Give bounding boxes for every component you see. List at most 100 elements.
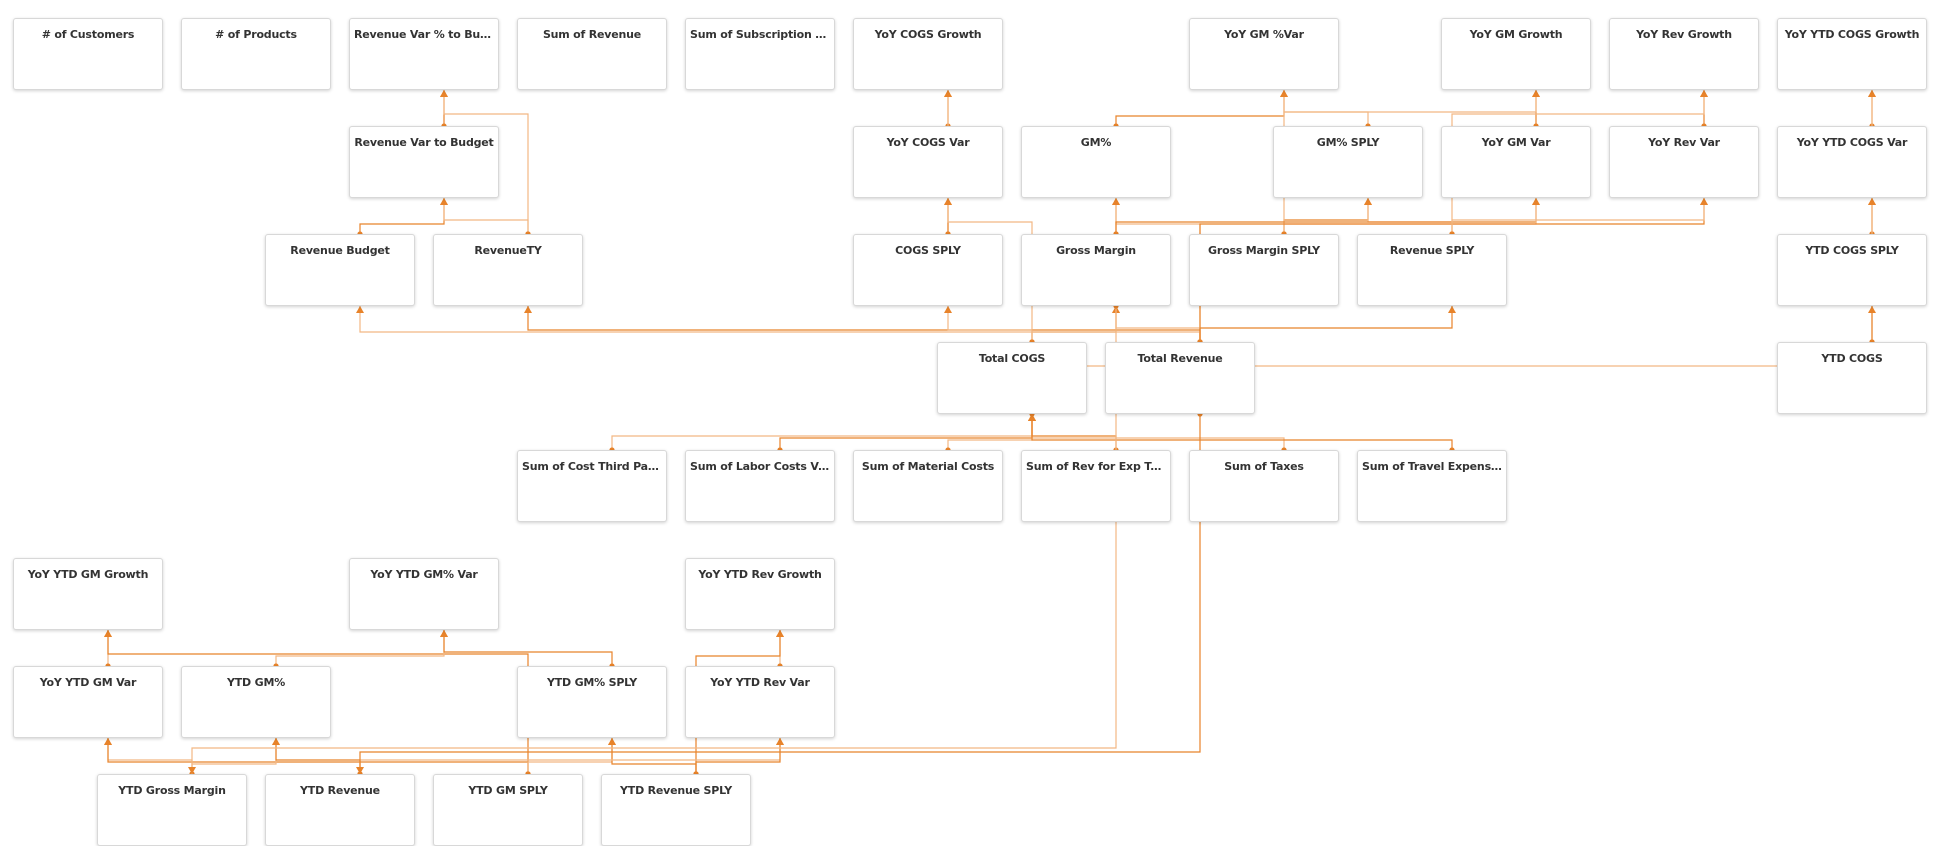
edge-arrowhead [356,767,364,774]
node-label: COGS SPLY [895,244,961,257]
edge-arrowhead [1364,198,1372,205]
node-ytd-gross-margin[interactable]: YTD Gross Margin [97,774,247,846]
node-yoy-ytd-cogs-growth[interactable]: YoY YTD COGS Growth [1777,18,1927,90]
node-sum-taxes[interactable]: Sum of Taxes [1189,450,1339,522]
node-label: # of Customers [41,28,135,41]
node-yoy-rev-growth[interactable]: YoY Rev Growth [1609,18,1759,90]
node-label: Sum of Subscription Rev... [690,28,830,41]
node-label: Total COGS [978,352,1046,365]
edge-line [1031,306,1117,342]
edge-line [443,630,613,666]
node-yoy-ytd-cogs-var[interactable]: YoY YTD COGS Var [1777,126,1927,198]
edge-line [1031,414,1117,450]
edge-line [947,306,1033,342]
edge-arrowhead [1868,90,1876,97]
node-total-cogs[interactable]: Total COGS [937,342,1087,414]
edge-line [1367,198,1453,234]
node-total-revenue[interactable]: Total Revenue [1105,342,1255,414]
edge-arrowhead [1028,414,1036,421]
node-label: YoY Rev Growth [1636,28,1732,41]
edge-arrowhead [1364,198,1372,205]
node-ytd-revenue[interactable]: YTD Revenue [265,774,415,846]
node-sum-cost-third-party[interactable]: Sum of Cost Third Party [517,450,667,522]
node-revenue-ty[interactable]: RevenueTY [433,234,583,306]
node-sum-labor-costs[interactable]: Sum of Labor Costs Vari... [685,450,835,522]
node-gross-margin-sply[interactable]: Gross Margin SPLY [1189,234,1339,306]
node-customers[interactable]: # of Customers [13,18,163,90]
node-rev-var-pct-budget[interactable]: Revenue Var % to Budget [349,18,499,90]
edge-line [611,414,1033,450]
node-revenue-sply[interactable]: Revenue SPLY [1357,234,1507,306]
edge-arrowhead [1280,90,1288,97]
node-yoy-ytd-rev-var[interactable]: YoY YTD Rev Var [685,666,835,738]
node-sum-travel-expenses[interactable]: Sum of Travel Expenses [1357,450,1507,522]
node-ytd-cogs-sply[interactable]: YTD COGS SPLY [1777,234,1927,306]
edge-arrowhead [1532,90,1540,97]
node-label: YTD Revenue [300,784,380,797]
node-sum-revenue[interactable]: Sum of Revenue [517,18,667,90]
edge-arrowhead [1532,198,1540,205]
edge-line [1283,198,1537,234]
edge-arrowhead [776,738,784,745]
node-label: GM% SPLY [1316,136,1380,149]
edge-arrowhead [272,738,280,745]
edge-line [1115,90,1285,126]
node-yoy-ytd-gm-pct-var[interactable]: YoY YTD GM% Var [349,558,499,630]
edge-line [695,738,781,774]
node-yoy-gm-var[interactable]: YoY GM Var [1441,126,1591,198]
edge-arrowhead [1112,198,1120,205]
node-yoy-gm-pct-var[interactable]: YoY GM %Var [1189,18,1339,90]
node-products[interactable]: # of Products [181,18,331,90]
edge-arrowhead [440,198,448,205]
edge-line [275,738,361,774]
edge-arrowhead [776,630,784,637]
edge-arrowhead [1868,90,1876,97]
node-label: YTD GM SPLY [468,784,548,797]
node-gm-pct[interactable]: GM% [1021,126,1171,198]
edge-arrowhead [1112,306,1120,313]
node-yoy-gm-growth[interactable]: YoY GM Growth [1441,18,1591,90]
node-yoy-rev-var[interactable]: YoY Rev Var [1609,126,1759,198]
edge-line [1199,306,1453,342]
node-label: YoY COGS Growth [874,28,982,41]
edge-arrowhead [1028,414,1036,421]
edge-arrowhead [440,90,448,97]
node-sum-material-costs[interactable]: Sum of Material Costs [853,450,1003,522]
node-label: Revenue Budget [290,244,390,257]
node-yoy-cogs-var[interactable]: YoY COGS Var [853,126,1003,198]
edge-arrowhead [1700,198,1708,205]
node-label: Gross Margin SPLY [1208,244,1320,257]
node-revenue-budget[interactable]: Revenue Budget [265,234,415,306]
node-label: YoY YTD Rev Growth [698,568,822,581]
node-sum-rev-exp-travel[interactable]: Sum of Rev for Exp Travel [1021,450,1171,522]
node-ytd-cogs[interactable]: YTD COGS [1777,342,1927,414]
edge-line [359,306,1201,342]
node-ytd-gm-sply[interactable]: YTD GM SPLY [433,774,583,846]
node-yoy-ytd-gm-var[interactable]: YoY YTD GM Var [13,666,163,738]
edge-arrowhead [1868,306,1876,313]
node-yoy-ytd-rev-growth[interactable]: YoY YTD Rev Growth [685,558,835,630]
node-rev-var-budget[interactable]: Revenue Var to Budget [349,126,499,198]
node-cogs-sply[interactable]: COGS SPLY [853,234,1003,306]
node-gm-pct-sply[interactable]: GM% SPLY [1273,126,1423,198]
edge-arrowhead [776,738,784,745]
node-label: Gross Margin [1056,244,1136,257]
node-yoy-ytd-gm-growth[interactable]: YoY YTD GM Growth [13,558,163,630]
edge-arrowhead [104,630,112,637]
node-ytd-gm-pct-sply[interactable]: YTD GM% SPLY [517,666,667,738]
node-label: YoY COGS Var [886,136,970,149]
node-sum-subscription[interactable]: Sum of Subscription Rev... [685,18,835,90]
edge-line [107,738,529,774]
edge-arrowhead [1028,414,1036,421]
edge-arrowhead [1700,90,1708,97]
edge-line [1031,414,1453,450]
node-gross-margin[interactable]: Gross Margin [1021,234,1171,306]
node-label: YoY YTD GM% Var [370,568,478,581]
edge-arrowhead [1028,414,1036,421]
node-label: Sum of Labor Costs Vari... [690,460,830,473]
edge-line [443,198,529,234]
node-ytd-gm-pct[interactable]: YTD GM% [181,666,331,738]
node-ytd-revenue-sply[interactable]: YTD Revenue SPLY [601,774,751,846]
node-yoy-cogs-growth[interactable]: YoY COGS Growth [853,18,1003,90]
